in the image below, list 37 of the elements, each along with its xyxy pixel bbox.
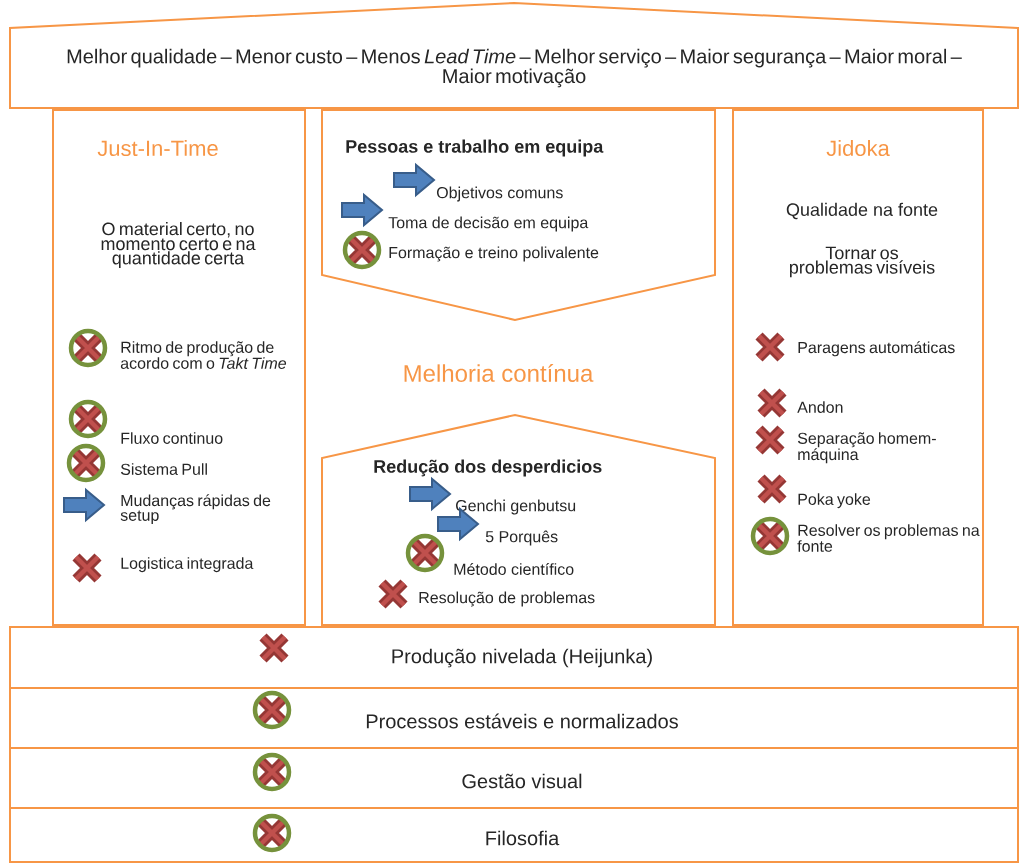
band-box bbox=[9, 807, 1019, 863]
list-item: Fluxo continuo bbox=[121, 432, 223, 444]
band-text: Filosofia bbox=[486, 830, 560, 846]
pentagon-box bbox=[321, 414, 716, 626]
list-item: Mudanças rápidas de setup bbox=[120, 494, 271, 525]
section-title: Redução dos desperdicios bbox=[374, 459, 602, 477]
list-item: Formação e treino polivalente bbox=[389, 246, 599, 262]
band-box bbox=[9, 687, 1019, 749]
pentagon-box bbox=[321, 109, 716, 322]
band-box bbox=[9, 747, 1019, 809]
list-item: 5 Porquês bbox=[485, 530, 558, 546]
band-text: Produção nivelada (Heijunka) bbox=[392, 648, 652, 668]
slogan-text: Melhor qualidade – Menor custo – Menos Lead Time – Melhor serviço – Maior segurança – Maior moral – Maior motivação bbox=[67, 48, 962, 88]
list-item: Paragens automáticas bbox=[798, 341, 955, 357]
list-item: Resolução de problemas bbox=[419, 591, 595, 607]
section-heading: Melhoria contínua bbox=[404, 364, 594, 382]
band-text: Processos estáveis e normalizados bbox=[366, 713, 678, 729]
list-item: Sistema Pull bbox=[120, 463, 207, 475]
band-box bbox=[9, 626, 1019, 689]
list-item: Método científico bbox=[454, 563, 574, 575]
roof-box bbox=[9, 2, 1019, 109]
list-item: Poka yoke bbox=[798, 493, 871, 509]
list-item: Andon bbox=[797, 401, 843, 413]
pillar-subtitle: Tornar os problemas visíveis bbox=[790, 246, 935, 278]
band-text: Gestão visual bbox=[462, 773, 582, 789]
section-title: Pessoas e trabalho em equipa bbox=[346, 139, 604, 157]
list-item: Resolver os problemas na fonte bbox=[797, 524, 980, 552]
list-item: Logistica integrada bbox=[121, 557, 254, 573]
list-item: Separação homem-máquina bbox=[797, 432, 936, 464]
pillar-subtitle: O material certo, no momento certo e na quantidade certa bbox=[101, 222, 256, 268]
list-item: Toma de decisão em equipa bbox=[388, 216, 589, 232]
list-item: Ritmo de produção de acordo com o Takt Time bbox=[120, 341, 287, 369]
pillar-subtitle: Qualidade na fonte bbox=[786, 202, 938, 220]
list-item: Genchi genbutsu bbox=[456, 499, 576, 515]
pillar-title: Just-In-Time bbox=[97, 139, 218, 157]
list-item: Objetivos comuns bbox=[436, 186, 563, 202]
pillar-title: Jidoka bbox=[826, 139, 890, 157]
